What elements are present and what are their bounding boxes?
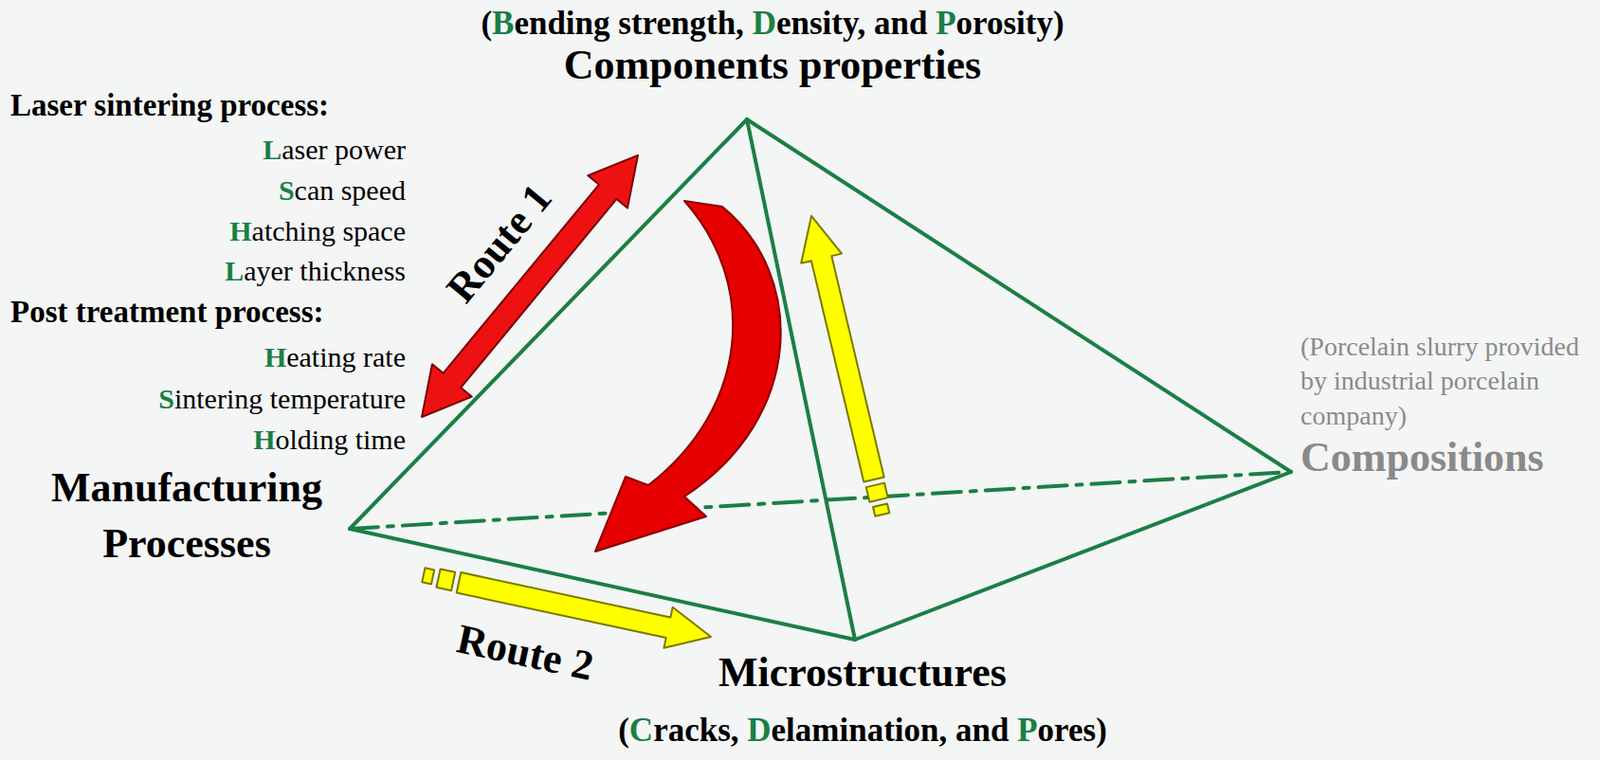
tetra-edge	[854, 472, 1291, 640]
parameter-item: Heating rate	[264, 341, 406, 375]
vertex-note: (Bending strength, Density, and Porosity…	[412, 5, 1133, 43]
vertex-label: (Bending strength, Density, and Porosity…	[412, 5, 1133, 89]
parameter-item: Scan speed	[278, 174, 406, 208]
vertex-label: Microstructures (Cracks, Delamination, an…	[549, 650, 1176, 750]
route-arrow	[800, 216, 890, 517]
parameter-item: Holding time	[253, 423, 406, 457]
arrow-tail-dash	[866, 483, 889, 503]
route-arrow	[421, 155, 638, 418]
arrow-tail-dash	[421, 567, 435, 584]
arrow-tail-dash	[872, 504, 890, 517]
curved-arrow	[595, 200, 782, 552]
fat-arrow	[421, 155, 638, 418]
vertex-note: (Porcelain slurry provided by industrial…	[1300, 329, 1585, 434]
parameter-item: Hatching space	[229, 215, 406, 249]
parameter-item: Layer thickness	[224, 254, 406, 289]
vertex-label: Manufacturing Processes	[25, 459, 348, 573]
vertex-note: (Cracks, Delamination, and Pores)	[549, 712, 1176, 750]
group-heading: Laser sintering process:	[10, 88, 329, 125]
vertex-title: Microstructures	[549, 650, 1176, 696]
vertex-title: Manufacturing Processes	[25, 459, 348, 573]
arrow-tail-dash	[436, 569, 455, 592]
parameter-item: Laser power	[262, 133, 406, 167]
fat-arrow	[800, 216, 885, 483]
vertex-label: (Porcelain slurry provided by industrial…	[1300, 329, 1585, 482]
vertex-title: Compositions	[1300, 435, 1585, 481]
route-label: Route 2	[454, 618, 598, 689]
vertex-title: Components properties	[412, 42, 1133, 89]
group-heading: Post treatment process:	[10, 294, 325, 331]
parameter-item: Sintering temperature	[158, 382, 406, 417]
